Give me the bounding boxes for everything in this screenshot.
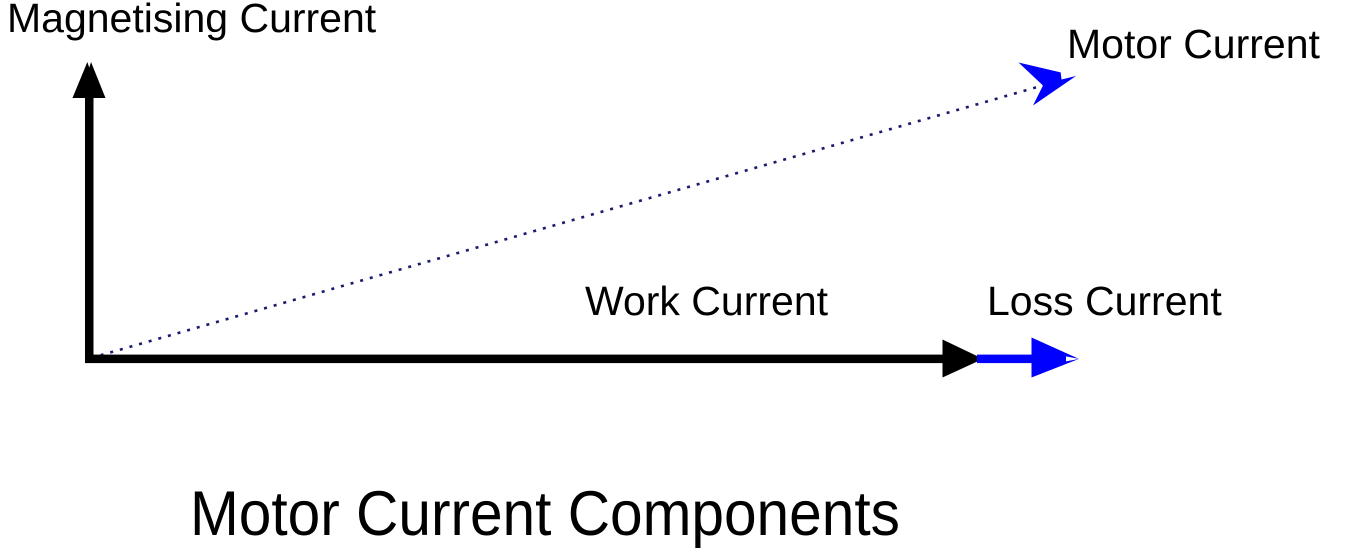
motor-current-dotted-line-icon xyxy=(90,82,1049,360)
label-motor-current: Motor Current xyxy=(1067,21,1320,67)
loss-current-arrow-icon xyxy=(977,337,1079,378)
label-magnetising-current: Magnetising Current xyxy=(7,0,377,41)
label-work-current: Work Current xyxy=(585,278,829,324)
magnetising-axis-arrow-icon xyxy=(72,57,106,362)
motor-current-arrow-icon xyxy=(1018,62,1076,106)
work-current-arrow-icon xyxy=(85,339,983,378)
label-loss-current: Loss Current xyxy=(987,278,1222,324)
diagram-title: Motor Current Components xyxy=(190,479,900,549)
